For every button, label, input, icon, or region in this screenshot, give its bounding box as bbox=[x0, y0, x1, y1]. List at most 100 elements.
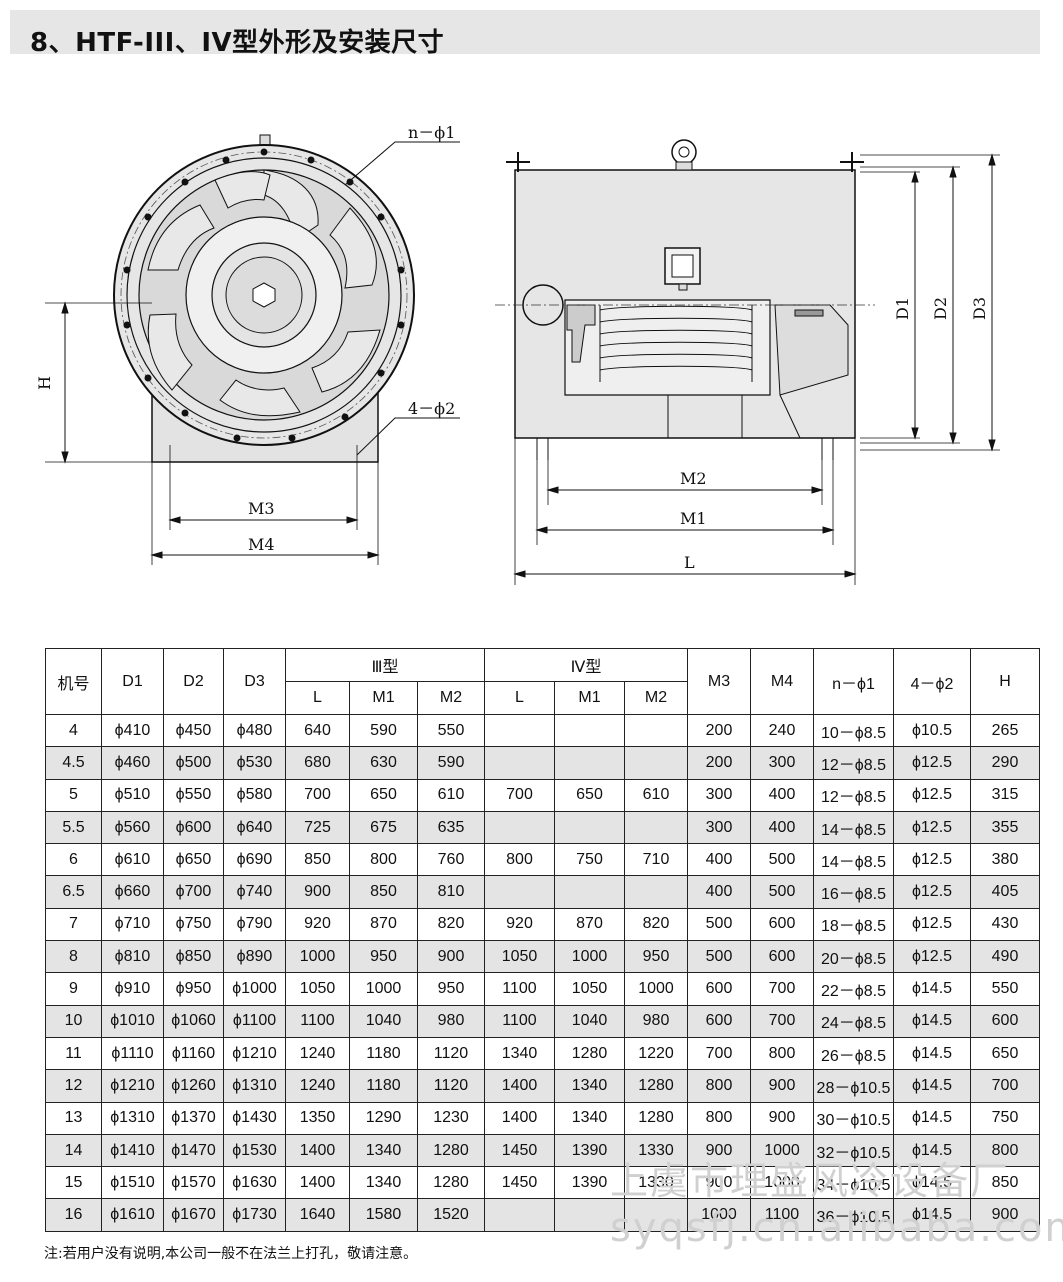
table-cell: 14 bbox=[45, 1133, 102, 1168]
table-cell: 200 bbox=[687, 746, 751, 780]
table-cell: ϕ1010 bbox=[101, 1004, 164, 1038]
table-cell: 1280 bbox=[417, 1166, 485, 1200]
table-cell: 980 bbox=[624, 1004, 688, 1038]
table-cell: ϕ660 bbox=[101, 875, 164, 909]
table-cell: 6.5 bbox=[45, 875, 102, 909]
table-cell: ϕ14.5 bbox=[893, 1069, 971, 1103]
table-cell: ϕ710 bbox=[101, 907, 164, 942]
table-cell: ϕ750 bbox=[163, 907, 224, 942]
label-D3: D3 bbox=[970, 297, 989, 320]
table-cell: ϕ10.5 bbox=[893, 713, 971, 748]
table-cell: ϕ500 bbox=[163, 746, 224, 780]
col-header-iv-m2: M2 bbox=[624, 681, 688, 715]
table-cell: 590 bbox=[417, 746, 485, 780]
table-cell: ϕ890 bbox=[223, 940, 286, 974]
col-header-iii-m2: M2 bbox=[417, 681, 485, 715]
table-cell: ϕ14.5 bbox=[893, 1198, 971, 1232]
table-cell: 800 bbox=[687, 1101, 751, 1135]
col-header-m4: M4 bbox=[750, 648, 814, 715]
table-cell: 4.5 bbox=[45, 746, 102, 780]
table-cell: 800 bbox=[349, 843, 418, 877]
table-cell: 1100 bbox=[285, 1004, 350, 1038]
table-cell: 1000 bbox=[285, 940, 350, 974]
table-cell: 4 bbox=[45, 713, 102, 748]
table-cell: 1000 bbox=[624, 972, 688, 1006]
table-cell: 1330 bbox=[624, 1133, 688, 1168]
table-cell: 1280 bbox=[554, 1036, 625, 1071]
table-cell: 1340 bbox=[349, 1166, 418, 1200]
table-cell: ϕ1570 bbox=[163, 1166, 224, 1200]
table-cell: 500 bbox=[687, 907, 751, 942]
table-cell: 12－ϕ8.5 bbox=[813, 778, 894, 812]
col-header-iii-l: L bbox=[285, 681, 350, 715]
table-cell: 920 bbox=[484, 907, 555, 942]
table-cell: 870 bbox=[349, 907, 418, 942]
table-cell: 600 bbox=[750, 940, 814, 974]
table-cell: ϕ1730 bbox=[223, 1198, 286, 1232]
table-cell: 800 bbox=[750, 1036, 814, 1071]
table-cell bbox=[624, 746, 688, 780]
table-cell: 1280 bbox=[417, 1133, 485, 1168]
table-cell: 900 bbox=[970, 1198, 1040, 1232]
footnote: 注:若用户没有说明,本公司一般不在法兰上打孔，敬请注意。 bbox=[44, 1246, 418, 1262]
table-cell: ϕ12.5 bbox=[893, 907, 971, 942]
table-cell: 14－ϕ8.5 bbox=[813, 810, 894, 845]
table-cell: 920 bbox=[285, 907, 350, 942]
table-cell: 6 bbox=[45, 843, 102, 877]
table-cell: 800 bbox=[484, 843, 555, 877]
front-view bbox=[45, 134, 460, 565]
table-cell: 810 bbox=[417, 875, 485, 909]
table-cell: 1000 bbox=[750, 1133, 814, 1168]
table-cell: 900 bbox=[750, 1069, 814, 1103]
col-header-4-phi2: 4－ϕ2 bbox=[893, 648, 971, 715]
table-cell bbox=[484, 875, 555, 909]
table-cell: ϕ1000 bbox=[223, 972, 286, 1006]
table-cell bbox=[484, 746, 555, 780]
table-cell: ϕ1100 bbox=[223, 1004, 286, 1038]
table-cell: 750 bbox=[554, 843, 625, 877]
table-cell: 5.5 bbox=[45, 810, 102, 845]
table-cell: 400 bbox=[687, 843, 751, 877]
table-cell: 9 bbox=[45, 972, 102, 1006]
table-cell: ϕ1210 bbox=[101, 1069, 164, 1103]
table-cell: 16 bbox=[45, 1198, 102, 1232]
page-title: 8、HTF-III、IV型外形及安装尺寸 bbox=[30, 28, 445, 58]
table-cell: 850 bbox=[285, 843, 350, 877]
table-cell: 1050 bbox=[554, 972, 625, 1006]
table-cell: 10 bbox=[45, 1004, 102, 1038]
table-cell: ϕ810 bbox=[101, 940, 164, 974]
col-header-iv-m1: M1 bbox=[554, 681, 625, 715]
table-cell bbox=[554, 713, 625, 748]
table-cell: 700 bbox=[687, 1036, 751, 1071]
table-cell: 15 bbox=[45, 1166, 102, 1200]
table-cell: ϕ12.5 bbox=[893, 875, 971, 909]
table-cell: 1640 bbox=[285, 1198, 350, 1232]
table-cell: ϕ650 bbox=[163, 843, 224, 877]
table-cell: 400 bbox=[750, 810, 814, 845]
col-header-d2: D2 bbox=[163, 648, 224, 715]
col-header-model: 机号 bbox=[45, 648, 102, 715]
table-cell: 1240 bbox=[285, 1036, 350, 1071]
table-cell: 265 bbox=[970, 713, 1040, 748]
table-cell: 290 bbox=[970, 746, 1040, 780]
table-cell: 950 bbox=[624, 940, 688, 974]
table-cell bbox=[624, 713, 688, 748]
table-cell: 1100 bbox=[484, 972, 555, 1006]
table-cell: 1240 bbox=[285, 1069, 350, 1103]
table-cell: 1400 bbox=[484, 1069, 555, 1103]
table-cell: 1280 bbox=[624, 1101, 688, 1135]
table-cell: 300 bbox=[687, 810, 751, 845]
table-cell: 1180 bbox=[349, 1036, 418, 1071]
table-cell: 380 bbox=[970, 843, 1040, 877]
table-cell: ϕ1470 bbox=[163, 1133, 224, 1168]
table-cell: ϕ1310 bbox=[101, 1101, 164, 1135]
table-cell: ϕ12.5 bbox=[893, 843, 971, 877]
table-cell: 700 bbox=[750, 972, 814, 1006]
table-cell: 26－ϕ8.5 bbox=[813, 1036, 894, 1071]
table-cell: 980 bbox=[417, 1004, 485, 1038]
